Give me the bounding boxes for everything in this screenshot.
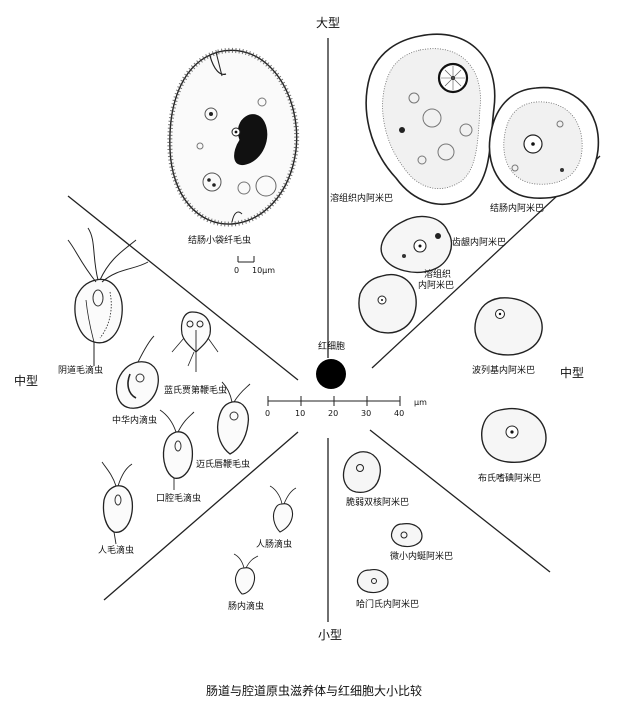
- divider-lower-left: [103, 431, 299, 601]
- e-gingivalis-drawing: [380, 215, 453, 274]
- label-chilomastix: 中华内滴虫: [112, 416, 158, 426]
- dientamoeba-drawing: [342, 451, 381, 494]
- label-dientamoeba: 脆弱双核阿米巴: [346, 498, 410, 508]
- iodamoeba-drawing: [481, 408, 547, 463]
- category-medium-left: 中型: [14, 374, 39, 388]
- label-pentatrichomonas: 人毛滴虫: [98, 546, 135, 556]
- endolimax-drawing: [390, 523, 423, 548]
- scale-tick-20: 20: [328, 409, 339, 418]
- giardia-drawing: [171, 311, 219, 372]
- balantidium-scale: [237, 256, 255, 263]
- category-small: 小型: [318, 628, 343, 642]
- e-hartmanni-drawing: [356, 569, 389, 594]
- e-coli-drawing: [488, 86, 600, 199]
- category-medium-right: 中型: [560, 366, 585, 380]
- divider-lower-right: [369, 429, 551, 573]
- label-trichomonas-vaginalis: 阴道毛滴虫: [58, 366, 104, 376]
- label-e-polecki: 波列基内阿米巴: [472, 366, 536, 376]
- e-polecki-drawing: [474, 297, 543, 356]
- scale-tick-0: 0: [265, 409, 271, 418]
- scale-tick-40: 40: [394, 409, 405, 418]
- label-embadomonas: 肠内滴虫: [228, 602, 265, 612]
- label-trichomonas-tenax: 口腔毛滴虫: [156, 494, 202, 504]
- trichomonas-tenax-drawing: [159, 409, 195, 490]
- label-e-gingivalis: 齿龈内阿米巴: [452, 238, 507, 248]
- balantidium-scale-0: 0: [234, 266, 240, 275]
- chilomastix-drawing: [115, 335, 159, 409]
- scale-unit: μm: [414, 398, 427, 407]
- enteromonas-drawing: [269, 485, 297, 533]
- figure-caption: 肠道与腔道原虫滋养体与红细胞大小比较: [206, 684, 423, 698]
- scale-tick-10: 10: [295, 409, 306, 418]
- label-retortamonas: 迈氏唇鞭毛虫: [196, 460, 251, 470]
- label-e-histolytica-small-2: 内阿米巴: [418, 281, 455, 291]
- label-balantidium: 结肠小袋纤毛虫: [188, 236, 252, 246]
- scale-bar: [267, 396, 401, 406]
- e-histolytica-drawing: [365, 33, 496, 206]
- label-iodamoeba: 布氏嗜碘阿米巴: [478, 474, 542, 484]
- label-endolimax: 微小内蜒阿米巴: [390, 552, 454, 562]
- trichomonas-vaginalis-drawing: [67, 227, 149, 366]
- label-enteromonas: 人肠滴虫: [256, 540, 293, 550]
- balantidium-scale-10: 10μm: [252, 266, 276, 275]
- embadomonas-drawing: [233, 553, 259, 595]
- divider-upper-left: [67, 195, 299, 381]
- category-large: 大型: [316, 16, 341, 30]
- label-e-histolytica: 溶组织内阿米巴: [330, 194, 394, 204]
- rbc-label: 红细胞: [318, 342, 346, 352]
- label-e-coli: 结肠内阿米巴: [490, 204, 545, 214]
- red-blood-cell: [316, 359, 346, 389]
- pentatrichomonas-drawing: [101, 461, 134, 545]
- label-giardia: 蓝氏贾第鞭毛虫: [164, 386, 228, 396]
- label-e-histolytica-small-1: 溶组织: [424, 270, 452, 280]
- e-histolytica-small-drawing: [358, 274, 417, 334]
- scale-tick-30: 30: [361, 409, 372, 418]
- label-e-hartmanni: 哈门氏内阿米巴: [356, 600, 420, 610]
- divider-lines: [67, 38, 601, 622]
- balantidium-drawing: [167, 47, 300, 227]
- retortamonas-drawing: [216, 381, 251, 455]
